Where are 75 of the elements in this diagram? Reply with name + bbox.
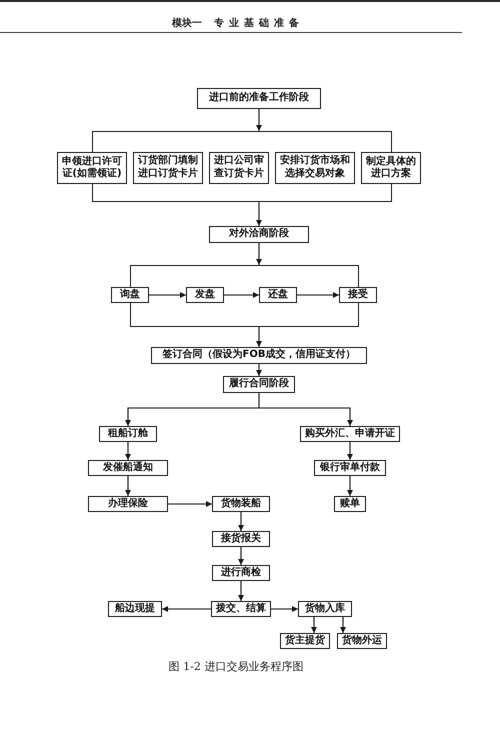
process-box (223, 376, 295, 393)
process-box (88, 460, 168, 476)
step-label: 签订合同（假设为FOB成交，信用证支付） (162, 349, 356, 362)
process-box (209, 226, 309, 243)
step-label: 申领进口许可证(如需领证) (61, 156, 123, 180)
arrow (256, 109, 262, 131)
arrow (256, 364, 262, 376)
process-box (151, 347, 367, 364)
process-box (186, 286, 224, 303)
arrow (256, 327, 262, 347)
arrow (238, 547, 244, 565)
running-header: 模块一 (172, 18, 202, 30)
step-label: 进口前的准备工作阶段 (209, 92, 309, 105)
process-box (212, 565, 270, 581)
arrow (271, 606, 298, 612)
step-label: 询盘 (120, 288, 140, 302)
step-label: 银行审单付款 (320, 462, 380, 474)
arrow (311, 617, 317, 633)
arrow (340, 617, 346, 633)
step-label: 接受 (348, 288, 368, 302)
step-label: 办理保险 (108, 498, 148, 510)
step-label: 赎单 (340, 498, 360, 510)
process-box (108, 601, 162, 617)
step-label: 船边现提 (115, 602, 155, 616)
arrow (297, 292, 339, 298)
step-label: 进行商检 (221, 566, 261, 580)
running-header: 专业基础准备 (214, 18, 304, 30)
process-box (298, 601, 352, 617)
process-box (88, 496, 168, 512)
step-label: 订货部门填制进口订货卡片 (136, 155, 199, 180)
arrow (224, 292, 259, 298)
step-label: 制定具体的进口方案 (364, 156, 417, 180)
arrow (259, 407, 353, 426)
process-box (337, 633, 387, 649)
step-label: 还盘 (268, 288, 288, 302)
step-label: 租船订舱 (108, 428, 148, 440)
step-label: 货主提货 (285, 634, 325, 648)
process-box (197, 88, 321, 109)
arrow (125, 476, 131, 496)
process-box (212, 531, 270, 547)
step-label: 货物外运 (342, 634, 382, 648)
arrow (149, 292, 186, 298)
arrow (256, 243, 262, 265)
arrow (347, 476, 353, 496)
connector-line (258, 393, 260, 408)
step-label: 履行合同阶段 (229, 378, 289, 391)
figure-caption: 图 1-2 进口交易业务程序图 (168, 660, 304, 674)
process-box (339, 287, 377, 303)
step-label: 接货报关 (221, 532, 261, 546)
process-box (334, 496, 366, 512)
arrow (256, 202, 262, 226)
process-box (258, 286, 297, 303)
arrow (162, 606, 211, 612)
step-label: 安排订货市场和选择交易对象 (278, 155, 351, 180)
step-label: 拨交、结算 (216, 602, 266, 616)
arrow (238, 581, 244, 601)
arrow (168, 501, 212, 507)
step-label: 购买外汇、申请开证 (305, 428, 395, 440)
step-label: 货物入库 (305, 602, 345, 616)
arrow (238, 512, 244, 531)
process-box (280, 633, 330, 649)
process-box (212, 496, 270, 512)
arrow (125, 407, 259, 426)
step-label: 货物装船 (221, 498, 261, 510)
step-label: 对外洽商阶段 (229, 228, 289, 241)
step-label: 发盘 (194, 288, 215, 302)
arrow (347, 442, 353, 460)
process-box (300, 426, 400, 442)
step-label: 发催船通知 (103, 462, 153, 474)
process-box (211, 601, 271, 617)
process-box (111, 287, 149, 303)
process-box (99, 426, 157, 442)
step-label: 进口公司审查订货卡片 (212, 155, 265, 180)
process-box (314, 460, 386, 476)
arrow (125, 442, 131, 460)
